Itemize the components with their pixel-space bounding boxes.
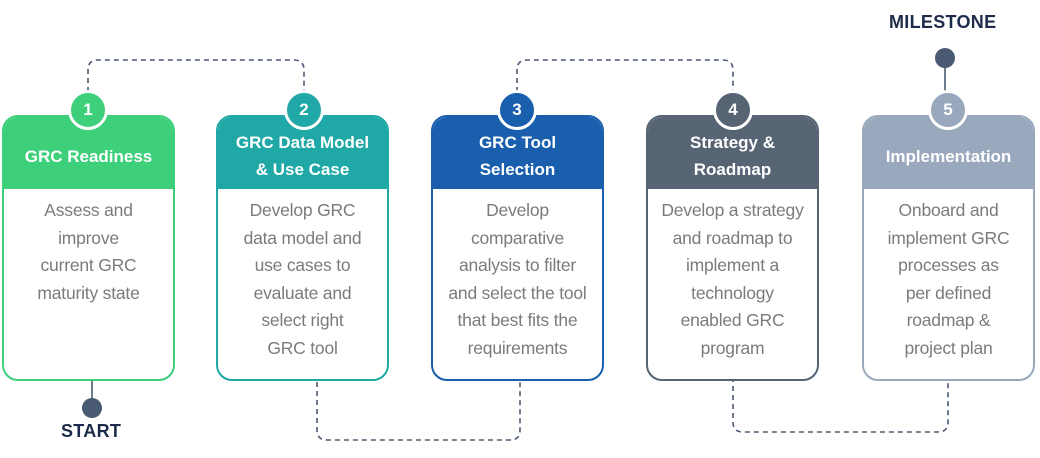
stage-4-title-line: Strategy & bbox=[689, 133, 776, 152]
stage-3-number-badge: 3 bbox=[497, 90, 537, 130]
stage-5-number-badge: 5 bbox=[928, 90, 968, 130]
stage-5-title-line: Implementation bbox=[885, 146, 1012, 166]
stage-2-title-line: & Use Case bbox=[255, 160, 350, 179]
stage-2-number-badge: 2 bbox=[284, 90, 324, 130]
stage-3-description: Develop comparative analysis to filter a… bbox=[448, 200, 587, 358]
connector-4-5 bbox=[732, 377, 949, 433]
stage-4-description: Develop a strategy and roadmap to implem… bbox=[661, 200, 804, 358]
stage-1-number-badge: 1 bbox=[68, 90, 108, 130]
stage-2-title-line: GRC Data Model bbox=[235, 133, 370, 152]
stage-4-title: Strategy & Roadmap bbox=[648, 117, 817, 189]
stage-4-title-line: Roadmap bbox=[693, 160, 772, 179]
stage-3-title-line: Selection bbox=[479, 160, 556, 179]
stage-2-description: Develop GRC data model and use cases to … bbox=[243, 200, 362, 358]
start-marker bbox=[82, 398, 102, 418]
milestone-label: MILESTONE bbox=[889, 12, 997, 32]
connector-2-3 bbox=[316, 382, 521, 441]
stage-3-title-line: GRC Tool bbox=[478, 133, 557, 152]
start-label: START bbox=[61, 421, 122, 441]
stage-5-description: Onboard and implement GRC processes as p… bbox=[887, 200, 1010, 358]
milestone-marker bbox=[935, 48, 955, 68]
connector-1-2 bbox=[87, 59, 305, 92]
stage-1-description: Assess and improve current GRC maturity … bbox=[37, 200, 140, 303]
stage-4-number-badge: 4 bbox=[713, 90, 753, 130]
connector-3-4 bbox=[516, 59, 734, 92]
stage-1-title-line: GRC Readiness bbox=[24, 146, 153, 166]
